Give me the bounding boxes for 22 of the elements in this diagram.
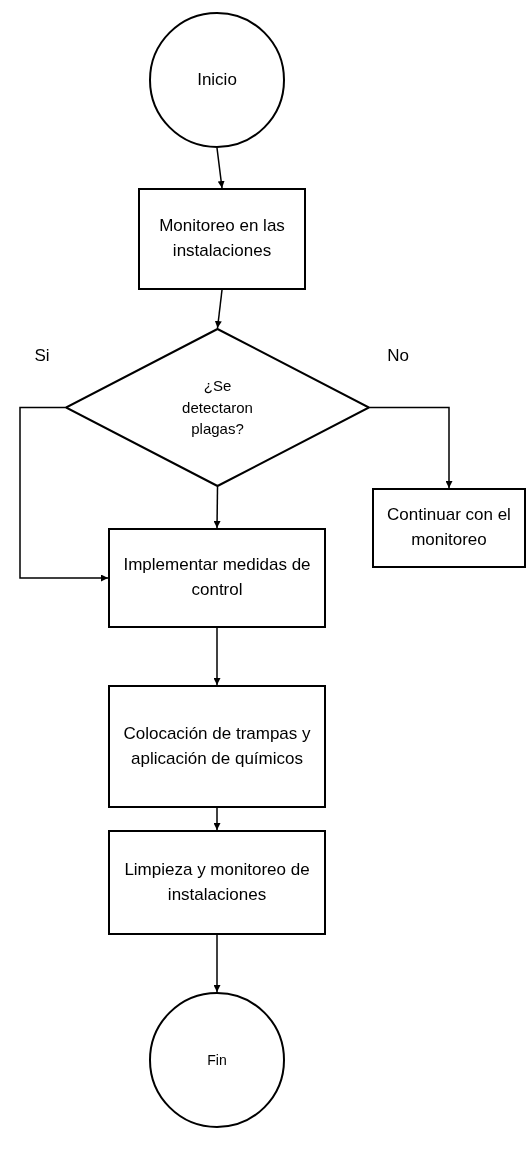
arrow bbox=[213, 934, 221, 993]
arrow bbox=[214, 289, 223, 329]
node-label: Inicio bbox=[196, 68, 238, 91]
process-box bbox=[138, 188, 306, 290]
node-label: Continuar con el monitoreo bbox=[386, 504, 512, 551]
node-label: Fin bbox=[206, 1050, 228, 1070]
process-box bbox=[108, 528, 326, 628]
process-box bbox=[372, 488, 526, 568]
process-box bbox=[108, 830, 326, 935]
arrow bbox=[213, 807, 221, 831]
node-label: Monitoreo en las instalaciones bbox=[158, 215, 286, 262]
node-label: Limpieza y monitoreo de instalaciones bbox=[123, 858, 311, 906]
arrow bbox=[19, 406, 109, 582]
node-label: Colocación de trampas y aplicación de químicos bbox=[122, 722, 312, 770]
decision-diamond bbox=[65, 328, 370, 487]
arrow bbox=[213, 627, 221, 686]
arrow bbox=[216, 147, 225, 189]
node-label: Implementar medidas de control bbox=[122, 554, 312, 601]
arrow bbox=[369, 406, 453, 489]
node-label: ¿Se detectaron plagas? bbox=[181, 375, 254, 440]
process-box bbox=[108, 685, 326, 808]
arrow bbox=[213, 486, 221, 529]
